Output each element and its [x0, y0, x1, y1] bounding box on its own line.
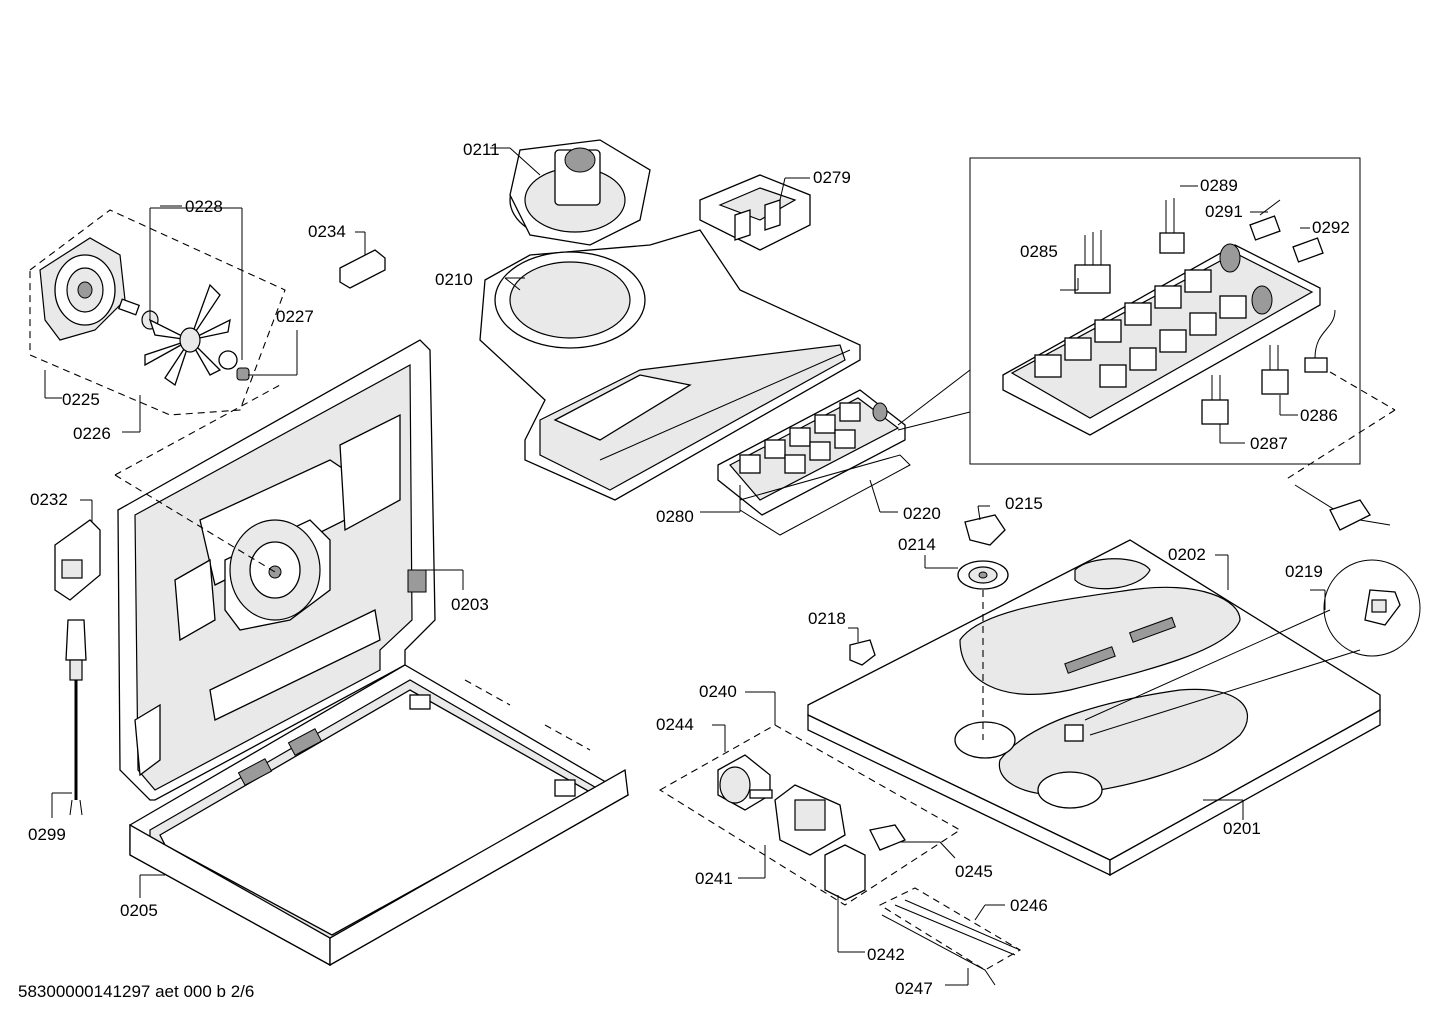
- callout-0241: 0241: [695, 869, 733, 888]
- callout-0246: 0246: [1010, 896, 1048, 915]
- callout-0242: 0242: [867, 945, 905, 964]
- callout-0215: 0215: [1005, 494, 1043, 513]
- callout-0202: 0202: [1168, 545, 1206, 564]
- control-board-part: [700, 369, 971, 536]
- callout-0220: 0220: [903, 504, 941, 523]
- switch-group: [658, 691, 1022, 986]
- callout-0280: 0280: [656, 507, 694, 526]
- detail-inset: [969, 157, 1396, 481]
- callout-0214: 0214: [898, 535, 936, 554]
- callout-0286: 0286: [1300, 406, 1338, 425]
- callout-0289: 0289: [1200, 176, 1238, 195]
- callout-0299: 0299: [28, 825, 66, 844]
- callout-0247: 0247: [895, 979, 933, 998]
- callout-0205: 0205: [120, 901, 158, 920]
- callout-0201: 0201: [1223, 819, 1261, 838]
- small-bracket-part: [339, 231, 386, 289]
- detail-circle-0219: [1310, 559, 1421, 657]
- document-reference: 58300000141297 aet 000 b 2/6: [18, 982, 255, 1001]
- callout-0287: 0287: [1250, 434, 1288, 453]
- callout-0232: 0232: [30, 490, 68, 509]
- callout-0211: 0211: [463, 140, 500, 159]
- callout-0234: 0234: [308, 222, 346, 241]
- callout-0203: 0203: [451, 595, 489, 614]
- callout-0285: 0285: [1020, 242, 1058, 261]
- power-cable-part: [51, 499, 101, 818]
- switch-0218-part: [848, 627, 876, 666]
- bracket-0215-part: [964, 505, 1006, 546]
- callout-0226: 0226: [73, 424, 111, 443]
- blower-part: [490, 139, 651, 246]
- callout-0240: 0240: [699, 682, 737, 701]
- callout-0244: 0244: [656, 715, 694, 734]
- probe-part: [1294, 484, 1391, 531]
- back-wall-part: [114, 339, 464, 801]
- callout-0279: 0279: [813, 168, 851, 187]
- callout-0218: 0218: [808, 609, 846, 628]
- callout-0245: 0245: [955, 862, 993, 881]
- callout-0210: 0210: [435, 270, 473, 289]
- bracket-0279-part: [699, 174, 811, 251]
- fan-housing-part: [479, 229, 861, 501]
- fan-motor-group: [29, 205, 298, 433]
- callout-0227: 0227: [276, 307, 314, 326]
- callout-0292: 0292: [1312, 218, 1350, 237]
- callout-0228: 0228: [185, 197, 223, 216]
- bottom-tray-part: [129, 664, 630, 967]
- callout-0219: 0219: [1285, 562, 1323, 581]
- bearing-0214-part: [924, 555, 1009, 740]
- callout-0291: 0291: [1205, 202, 1243, 221]
- bottom-plate-part: [807, 539, 1381, 877]
- callout-0225: 0225: [62, 390, 100, 409]
